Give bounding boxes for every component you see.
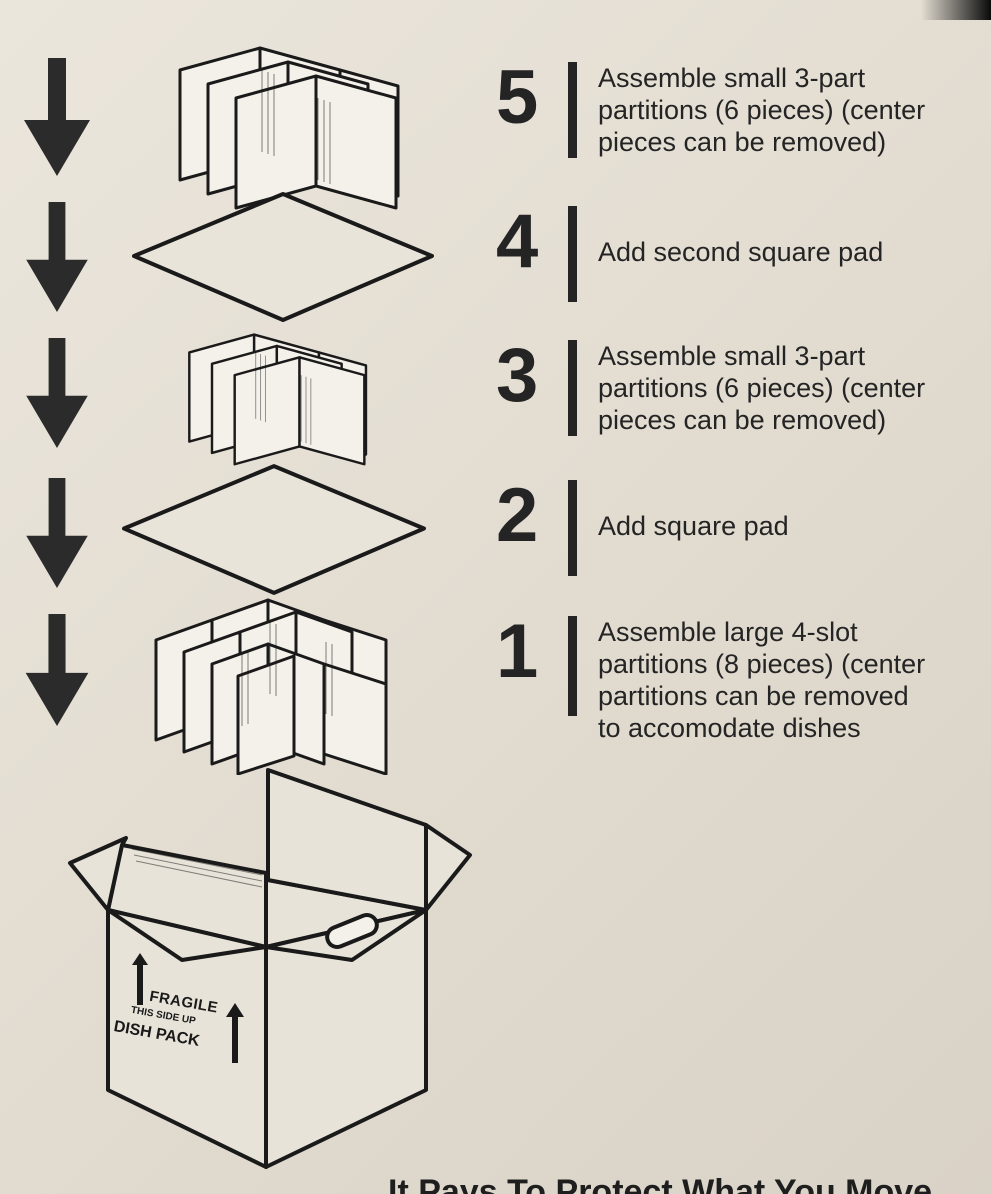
step-1: 1 Assemble large 4-slot partitions (8 pi… (496, 612, 976, 746)
step-2: 2 Add square pad (496, 476, 976, 580)
step-divider (568, 206, 577, 302)
down-arrow-icon (26, 478, 88, 588)
step-text: Assemble small 3-part partitions (6 piec… (598, 63, 926, 157)
down-arrow-icon (25, 614, 89, 726)
large-partition-grid (154, 598, 388, 775)
dish-pack-box (68, 768, 472, 1169)
step-text: Add square pad (598, 511, 789, 541)
small-partition-grid-middle (188, 333, 368, 466)
step-number: 3 (496, 333, 539, 418)
step-divider (568, 480, 577, 576)
step-divider (568, 616, 577, 716)
step-4: 4 Add second square pad (496, 202, 976, 306)
square-pad-second (132, 192, 434, 322)
down-arrow-icon (24, 58, 90, 176)
step-divider (568, 62, 577, 158)
step-text: Add second square pad (598, 237, 884, 267)
footer-slogan: It Pays To Protect What You Move (388, 1173, 933, 1194)
small-partition-grid-top (178, 46, 400, 210)
down-arrow-icon (26, 202, 88, 312)
step-text: Assemble small 3-part partitions (6 piec… (598, 341, 926, 435)
step-number: 5 (496, 55, 539, 140)
step-number: 2 (496, 473, 539, 558)
step-text: Assemble large 4-slot partitions (8 piec… (598, 617, 926, 743)
step-number: 4 (496, 199, 539, 284)
down-arrow-icon (26, 338, 88, 448)
step-number: 1 (496, 609, 539, 694)
square-pad-first (122, 464, 426, 595)
step-5: 5 Assemble small 3-part partitions (6 pi… (496, 58, 976, 162)
step-3: 3 Assemble small 3-part partitions (6 pi… (496, 336, 976, 440)
step-divider (568, 340, 577, 436)
corner-shadow (921, 0, 991, 20)
